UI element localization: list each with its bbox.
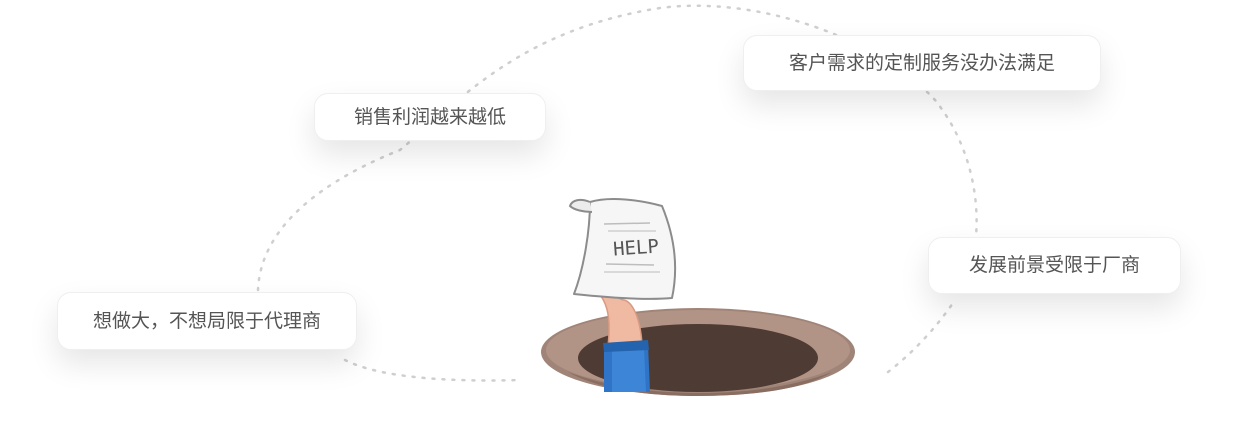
pain-point-label: 发展前景受限于厂商 [968,254,1140,276]
pain-point-bubble-grow: 想做大，不想局限于代理商 [57,292,357,350]
pain-point-label: 想做大，不想局限于代理商 [92,309,321,332]
pain-point-bubble-prospects: 发展前景受限于厂商 [928,237,1181,294]
help-sign-text: HELP [612,235,659,260]
dotted-path [256,4,978,382]
pain-point-label: 客户需求的定制服务没办法满足 [788,51,1055,74]
arm-icon [596,284,650,392]
pain-point-label: 销售利润越来越低 [353,105,506,128]
pain-point-bubble-custom-service: 客户需求的定制服务没办法满足 [743,35,1101,91]
hole-icon [541,308,855,396]
pain-point-bubble-profit: 销售利润越来越低 [314,93,546,141]
help-sign-icon: HELP [568,198,677,300]
